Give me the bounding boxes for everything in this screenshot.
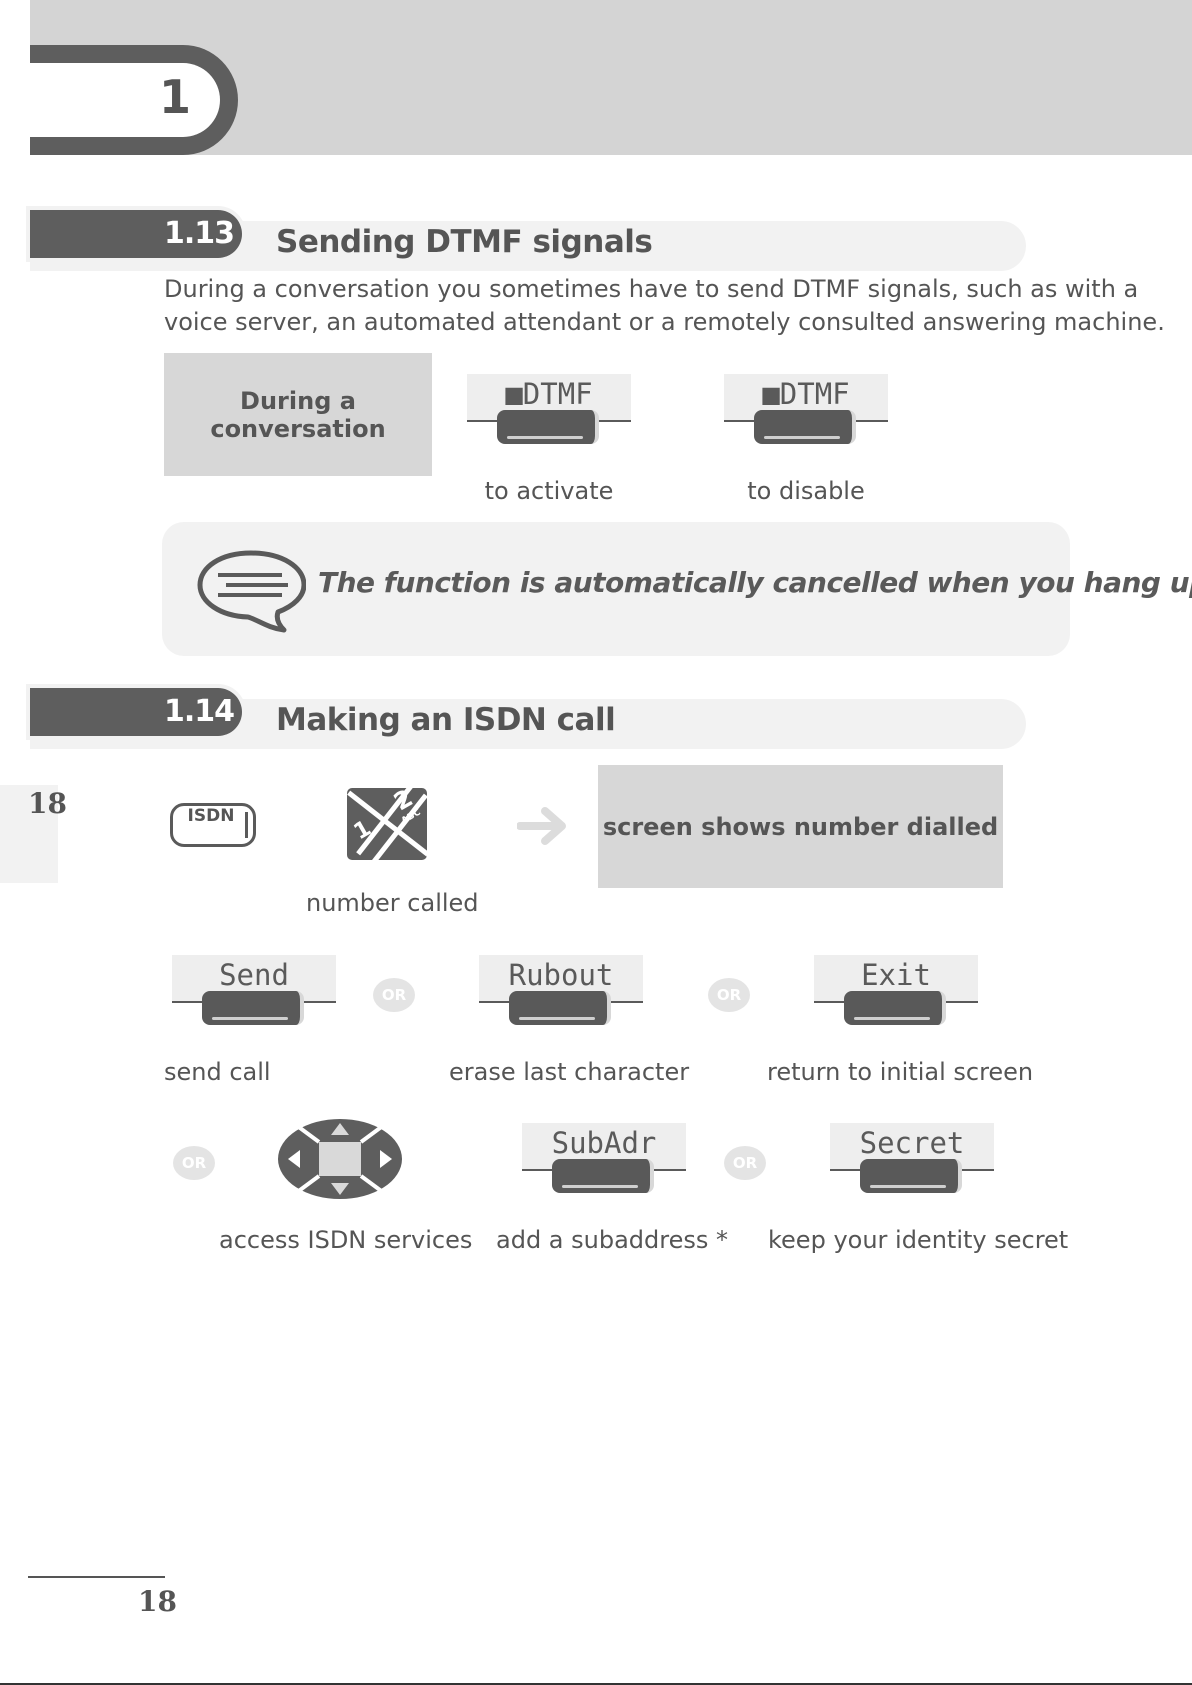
- or-badge: OR: [373, 978, 415, 1012]
- keypad-icon[interactable]: 1 2 ABC: [347, 788, 427, 860]
- or-badge: OR: [173, 1146, 215, 1180]
- softkey-button[interactable]: [552, 1159, 654, 1193]
- subadr-softkey[interactable]: SubAdr: [522, 1123, 686, 1193]
- caption-disable: to disable: [747, 477, 865, 505]
- isdn-key[interactable]: ISDN: [170, 803, 256, 847]
- exit-softkey[interactable]: Exit: [814, 955, 978, 1025]
- caption-send: send call: [164, 1058, 271, 1086]
- softkey-button[interactable]: [202, 991, 304, 1025]
- note-box: [162, 522, 1070, 656]
- speech-bubble-icon: [197, 550, 306, 633]
- condition-box: During a conversation: [164, 353, 432, 476]
- section-title-dtmf: Sending DTMF signals: [276, 224, 653, 260]
- section-number-tab-isdn: [30, 688, 242, 736]
- caption-activate: to activate: [484, 477, 614, 505]
- intro-line-2: voice server, an automated attendant or …: [164, 308, 1165, 336]
- softkey-button[interactable]: [860, 1159, 962, 1193]
- note-text: The function is automatically cancelled …: [318, 566, 1192, 599]
- section-number-dtmf: 1.13: [164, 216, 235, 251]
- caption-rubout: erase last character: [449, 1058, 690, 1086]
- screen-info-box: screen shows number dialled: [598, 765, 1003, 888]
- softkey-button[interactable]: [844, 991, 946, 1025]
- side-page-number: 18: [28, 787, 67, 820]
- navigator-icon[interactable]: [276, 1117, 404, 1201]
- section-title-isdn: Making an ISDN call: [276, 702, 616, 738]
- softkey-label: Exit: [814, 955, 978, 1001]
- arrow-right-icon: [517, 807, 566, 845]
- caption-nav: access ISDN services: [219, 1226, 473, 1254]
- page-bottom-rule: [0, 1683, 1192, 1685]
- dtmf-activate-softkey[interactable]: ■DTMF: [467, 374, 631, 444]
- section-number-tab-dtmf: [30, 210, 242, 258]
- caption-secret: keep your identity secret: [768, 1226, 1069, 1254]
- caption-exit: return to initial screen: [767, 1058, 1034, 1086]
- or-badge: OR: [708, 978, 750, 1012]
- or-badge: OR: [724, 1146, 766, 1180]
- keypad-digit-1: 1: [349, 815, 376, 846]
- rubout-softkey[interactable]: Rubout: [479, 955, 643, 1025]
- softkey-button[interactable]: [497, 410, 599, 444]
- footer-rule: [28, 1576, 165, 1578]
- softkey-label: Secret: [830, 1123, 994, 1169]
- intro-line-1: During a conversation you sometimes have…: [164, 275, 1139, 303]
- softkey-button[interactable]: [509, 991, 611, 1025]
- dtmf-disable-softkey[interactable]: ■DTMF: [724, 374, 888, 444]
- softkey-button[interactable]: [754, 410, 856, 444]
- caption-number-called: number called: [306, 889, 479, 917]
- softkey-label: Rubout: [479, 955, 643, 1001]
- section-number-isdn: 1.14: [164, 694, 235, 729]
- chapter-number: 1: [158, 70, 191, 124]
- secret-softkey[interactable]: Secret: [830, 1123, 994, 1193]
- caption-subadr: add a subaddress *: [496, 1226, 729, 1254]
- footer-page-number: 18: [138, 1585, 177, 1618]
- send-softkey[interactable]: Send: [172, 955, 336, 1025]
- intro-paragraph: During a conversation you sometimes have…: [164, 273, 1165, 339]
- chapter-tab: [30, 45, 238, 155]
- isdn-key-label: ISDN: [187, 806, 235, 826]
- side-page-tab: [0, 785, 58, 883]
